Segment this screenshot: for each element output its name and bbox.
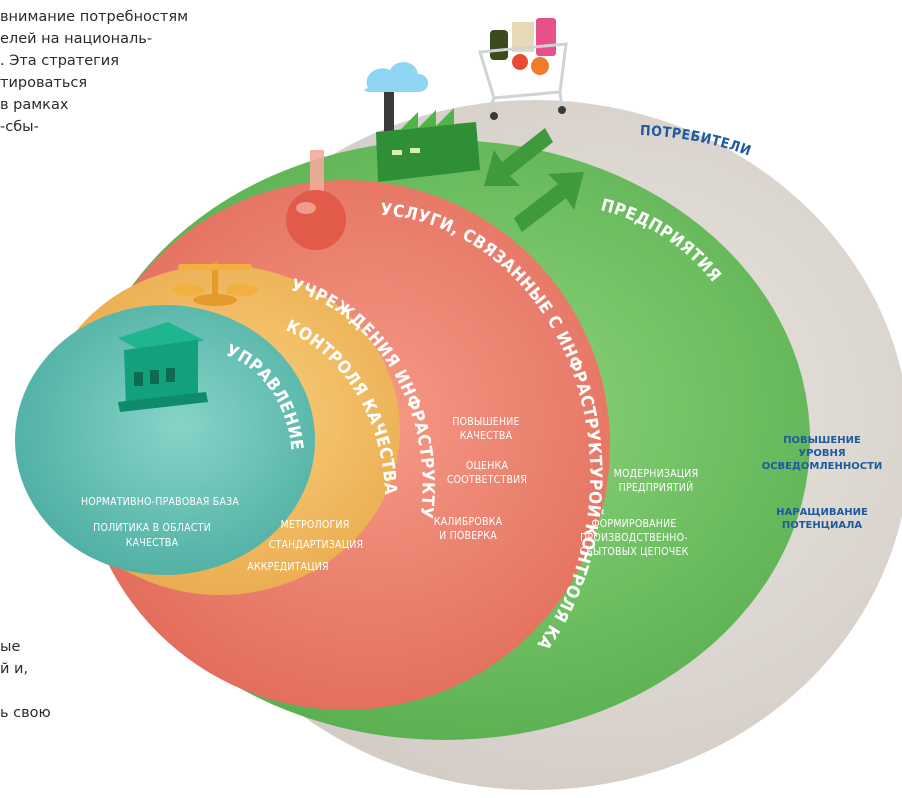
background-paragraph-top: внимание потребностям елей на националь-…	[0, 9, 189, 135]
consumers-label-capacity-1: НАРАЩИВАНИЕ	[776, 507, 868, 518]
enterprises-label-value-chains-2: ПРОИЗВОДСТВЕННО-	[580, 532, 688, 544]
enterprises-label-modernization-2: ПРЕДПРИЯТИЙ	[619, 481, 694, 494]
services-label-conformity-2: СООТВЕТСТВИЯ	[447, 474, 527, 486]
governance-label-quality-policy-2: КАЧЕСТВА	[126, 537, 179, 549]
factory-icon	[364, 62, 480, 182]
services-label-quality-1: ПОВЫШЕНИЕ	[452, 416, 519, 428]
scales-icon	[172, 262, 258, 306]
consumers-label-capacity-2: ПОТЕНЦИАЛА	[782, 520, 863, 531]
background-paragraph-bottom: ые й и, ь свою	[0, 639, 51, 721]
institutions-label-metrology: МЕТРОЛОГИЯ	[281, 519, 350, 531]
services-label-quality-2: КАЧЕСТВА	[460, 430, 513, 442]
flask-icon	[286, 150, 346, 250]
consumers-label-awareness-2: УРОВНЯ	[798, 448, 845, 459]
government-building-icon	[118, 322, 208, 412]
enterprises-label-value-chains-3: СБЫТОВЫХ ЦЕПОЧЕК	[579, 546, 688, 558]
services-label-conformity-1: ОЦЕНКА	[466, 460, 509, 472]
enterprises-label-value-chains-1: ФОРМИРОВАНИЕ	[591, 518, 676, 530]
shopping-cart-icon	[478, 18, 568, 120]
governance-label-quality-policy-1: ПОЛИТИКА В ОБЛАСТИ	[93, 522, 211, 534]
enterprises-label-modernization-1: МОДЕРНИЗАЦИЯ	[614, 468, 699, 480]
services-label-calibration-2: И ПОВЕРКА	[439, 530, 497, 542]
institutions-label-accreditation: АККРЕДИТАЦИЯ	[247, 561, 329, 573]
governance-label-legal-framework: НОРМАТИВНО-ПРАВОВАЯ БАЗА	[81, 496, 239, 508]
consumers-label-awareness-1: ПОВЫШЕНИЕ	[783, 435, 861, 446]
services-label-calibration-1: КАЛИБРОВКА	[434, 516, 503, 528]
bidirectional-arrows-icon	[484, 128, 584, 232]
consumers-label-awareness-3: ОСВЕДОМЛЕННОСТИ	[762, 461, 883, 472]
institutions-label-standardization: СТАНДАРТИЗАЦИЯ	[269, 539, 364, 551]
governance-ring	[15, 305, 315, 575]
